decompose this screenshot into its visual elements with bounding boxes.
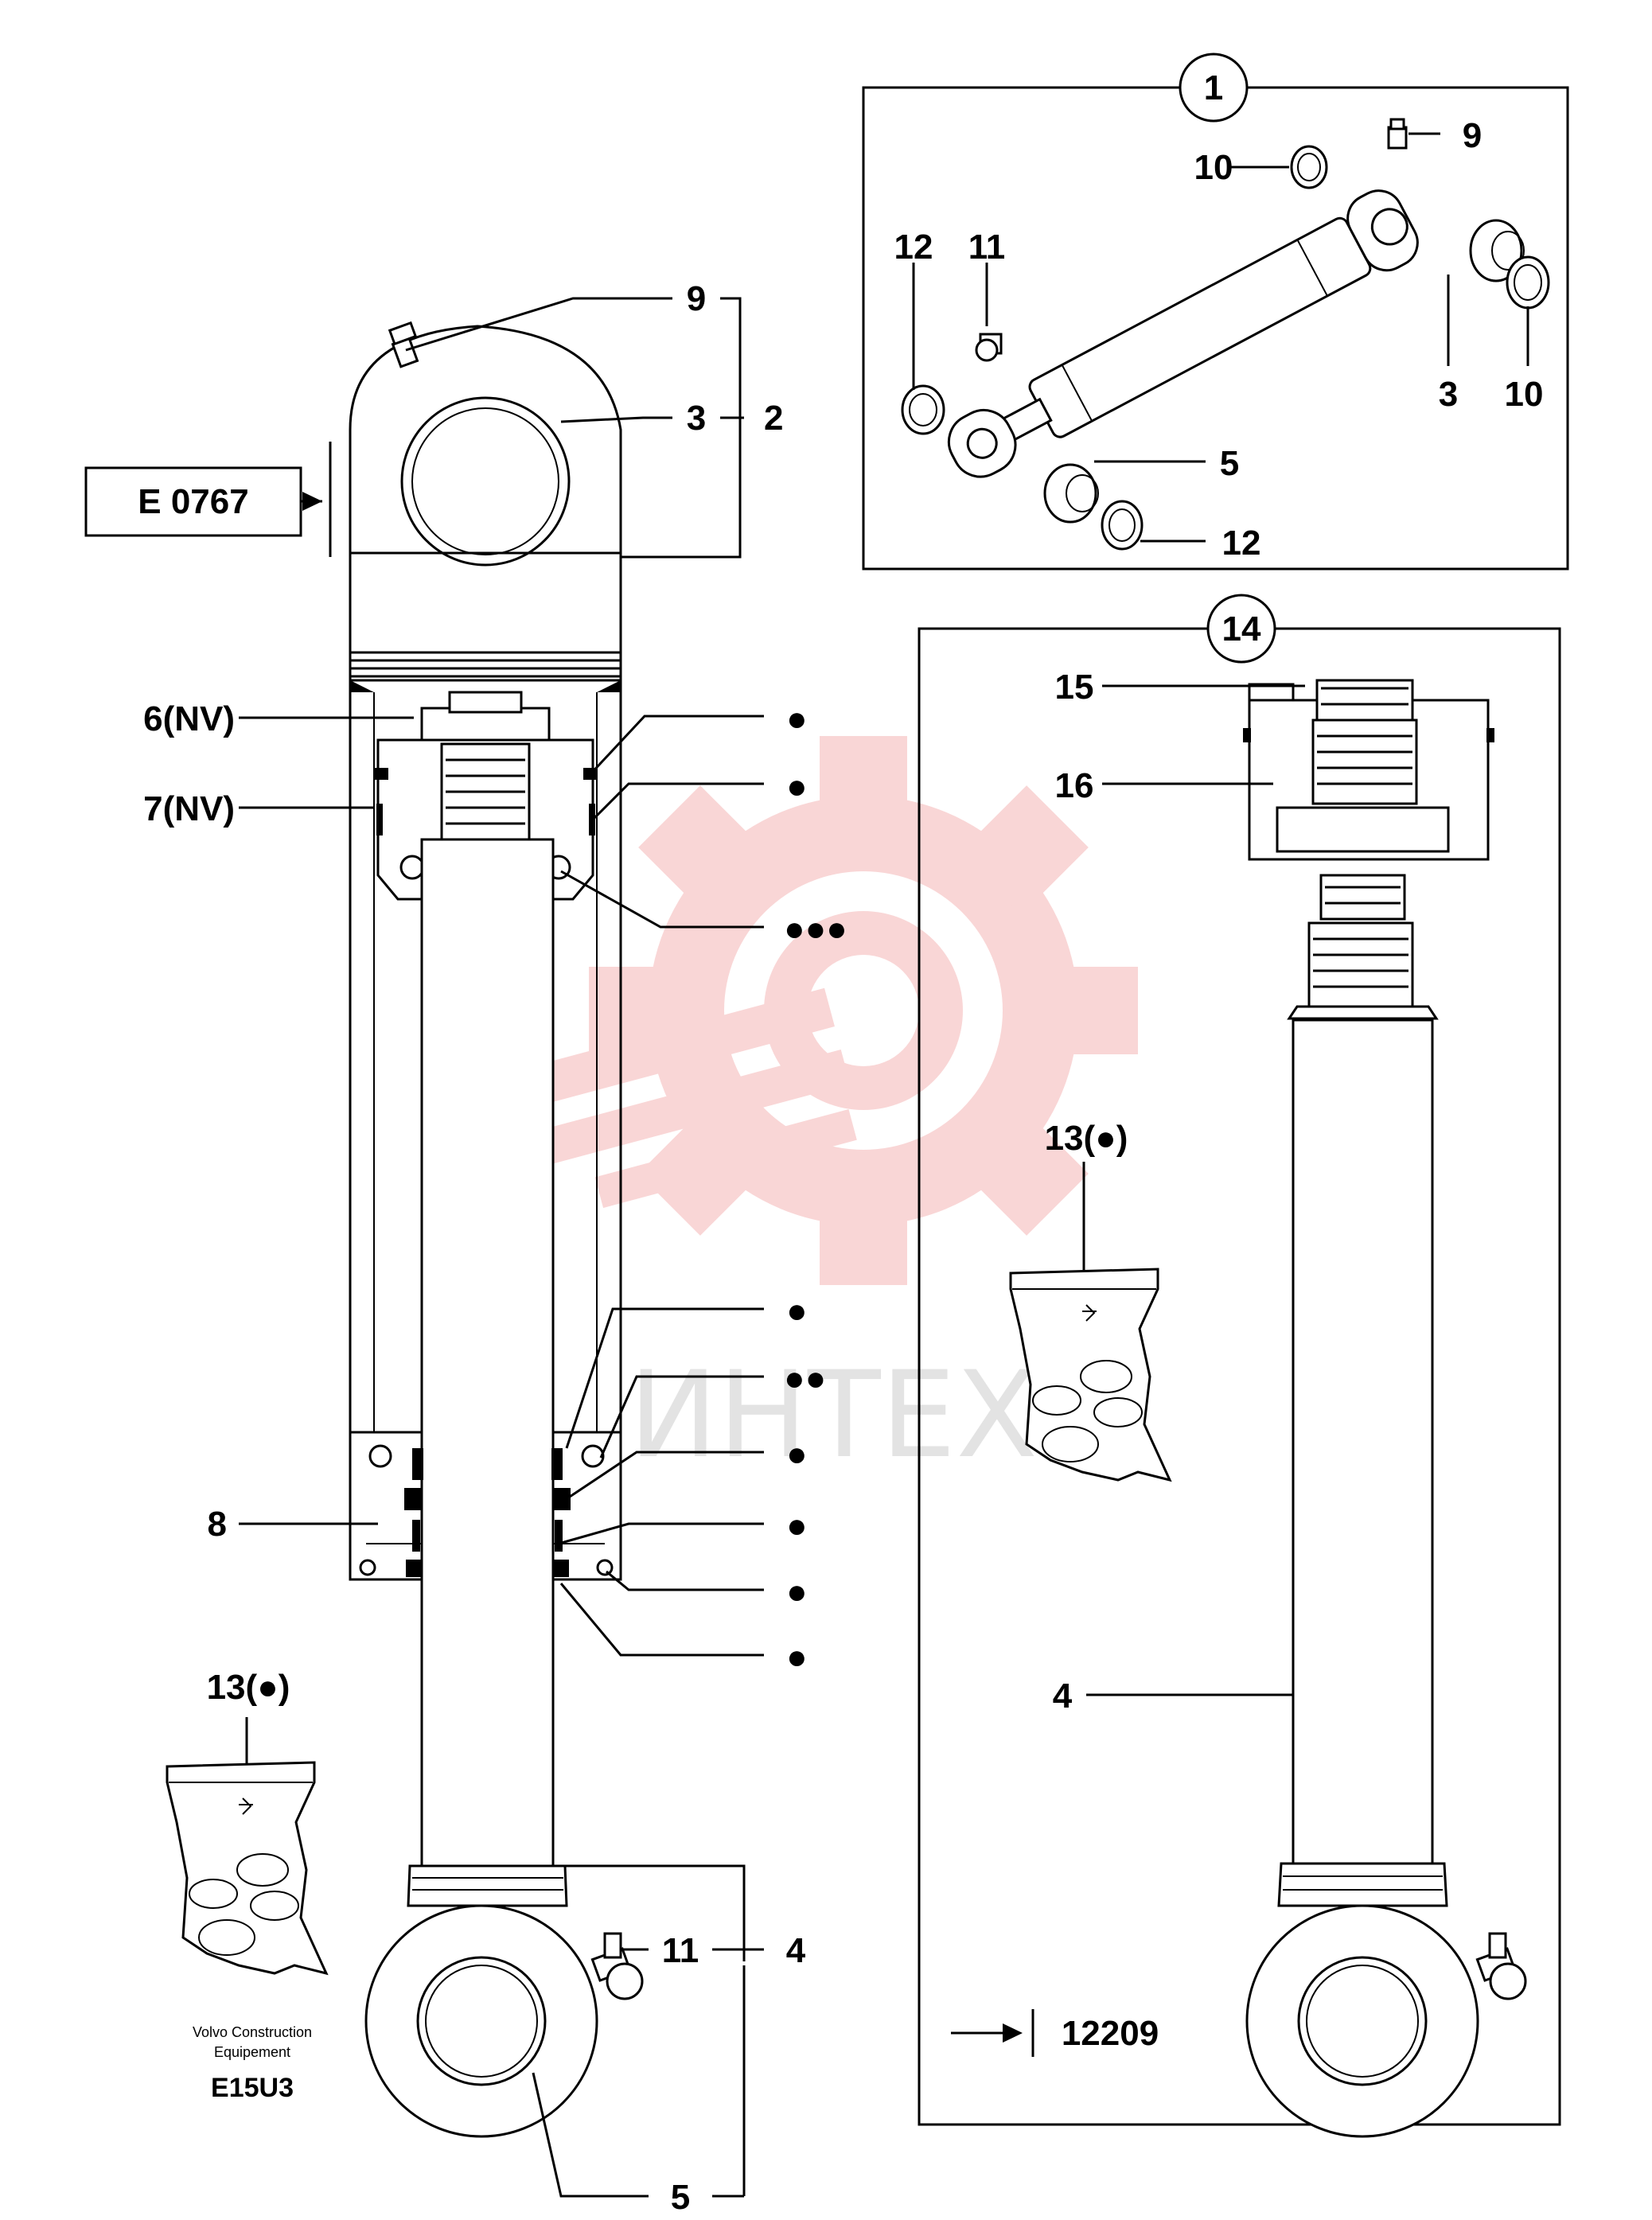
label-5: 5 — [671, 2178, 690, 2216]
grease-nipple-top-icon — [388, 321, 419, 368]
inset-1-label-11: 11 — [968, 228, 1006, 267]
main-leader-lines — [239, 297, 764, 2198]
inset-1-label-5: 5 — [1220, 444, 1239, 483]
seal-marker-6: ● — [786, 1435, 808, 1474]
inset-1-label-10-right: 10 — [1505, 375, 1544, 414]
main-cylinder-drawing — [349, 321, 644, 2138]
inset-1-label-12-bottom: 12 — [1222, 524, 1261, 563]
inset-1-label-9: 9 — [1463, 116, 1482, 155]
ring-12-left-icon — [901, 384, 945, 435]
seal-marker-8: ● — [786, 1572, 808, 1611]
seal-marker-4: ● — [786, 1291, 808, 1330]
inset-1-label-10-top: 10 — [1194, 148, 1233, 187]
ring-12-bottom-icon — [1101, 500, 1144, 551]
label-6-nv: 6(NV) — [143, 699, 235, 738]
seal-marker-9: ● — [786, 1638, 808, 1677]
reference-box-e0767: E 0767 — [84, 442, 332, 557]
inset-14-grease-nipple-icon — [1475, 1932, 1527, 2000]
label-7-nv: 7(NV) — [143, 789, 235, 828]
seal-kit-bag-icon — [166, 1761, 329, 1976]
label-11: 11 — [662, 1931, 699, 1970]
inset-14-label-16: 16 — [1055, 766, 1094, 805]
bushing-5-icon — [1043, 463, 1097, 524]
inset-14-number: 14 — [1222, 610, 1261, 648]
inset-1-label-3: 3 — [1439, 375, 1458, 414]
seal-marker-2: ● — [786, 767, 808, 806]
inset-1-label-12-left: 12 — [894, 228, 933, 267]
inset-1-exploded-view: 1 — [862, 53, 1569, 571]
seal-marker-1: ● — [786, 699, 808, 738]
label-2: 2 — [764, 399, 783, 438]
inset-1-number: 1 — [1204, 68, 1223, 107]
label-9: 9 — [687, 279, 706, 318]
ring-10-top-icon — [1290, 145, 1328, 189]
inset-14-label-15: 15 — [1055, 668, 1094, 707]
drawing-code: E15U3 — [211, 2073, 294, 2103]
inset-seal-kit-bag-icon — [1009, 1268, 1172, 1482]
label-8: 8 — [208, 1505, 227, 1544]
grease-nipple-bottom-icon — [590, 1932, 644, 2000]
maker-line-1: Volvo Construction — [193, 2024, 312, 2040]
label-13-kit: 13(●) — [207, 1668, 290, 1707]
inset-14-label-4: 4 — [1053, 1677, 1073, 1716]
bushing-3-icon — [1469, 219, 1523, 282]
seal-marker-5: ●● — [784, 1359, 826, 1398]
label-3: 3 — [687, 399, 706, 438]
watermark-text: ИНТЕХ — [629, 1346, 1038, 1485]
seal-marker-7: ● — [786, 1506, 808, 1545]
inset-14-rod-assembly: 14 — [918, 594, 1561, 2138]
maker-line-2: Equipement — [214, 2044, 290, 2060]
nipple-9-inset-icon — [1387, 118, 1408, 150]
label-4: 4 — [786, 1931, 806, 1970]
ref-box-label: E 0767 — [138, 482, 248, 521]
nipple-11-inset-icon — [975, 333, 1003, 362]
seal-marker-3: ●●● — [784, 909, 847, 948]
inset-14-label-13-kit: 13(●) — [1045, 1119, 1128, 1158]
inset-14-serial: 12209 — [1062, 2014, 1159, 2053]
watermark-gear-logo — [493, 736, 1138, 1285]
